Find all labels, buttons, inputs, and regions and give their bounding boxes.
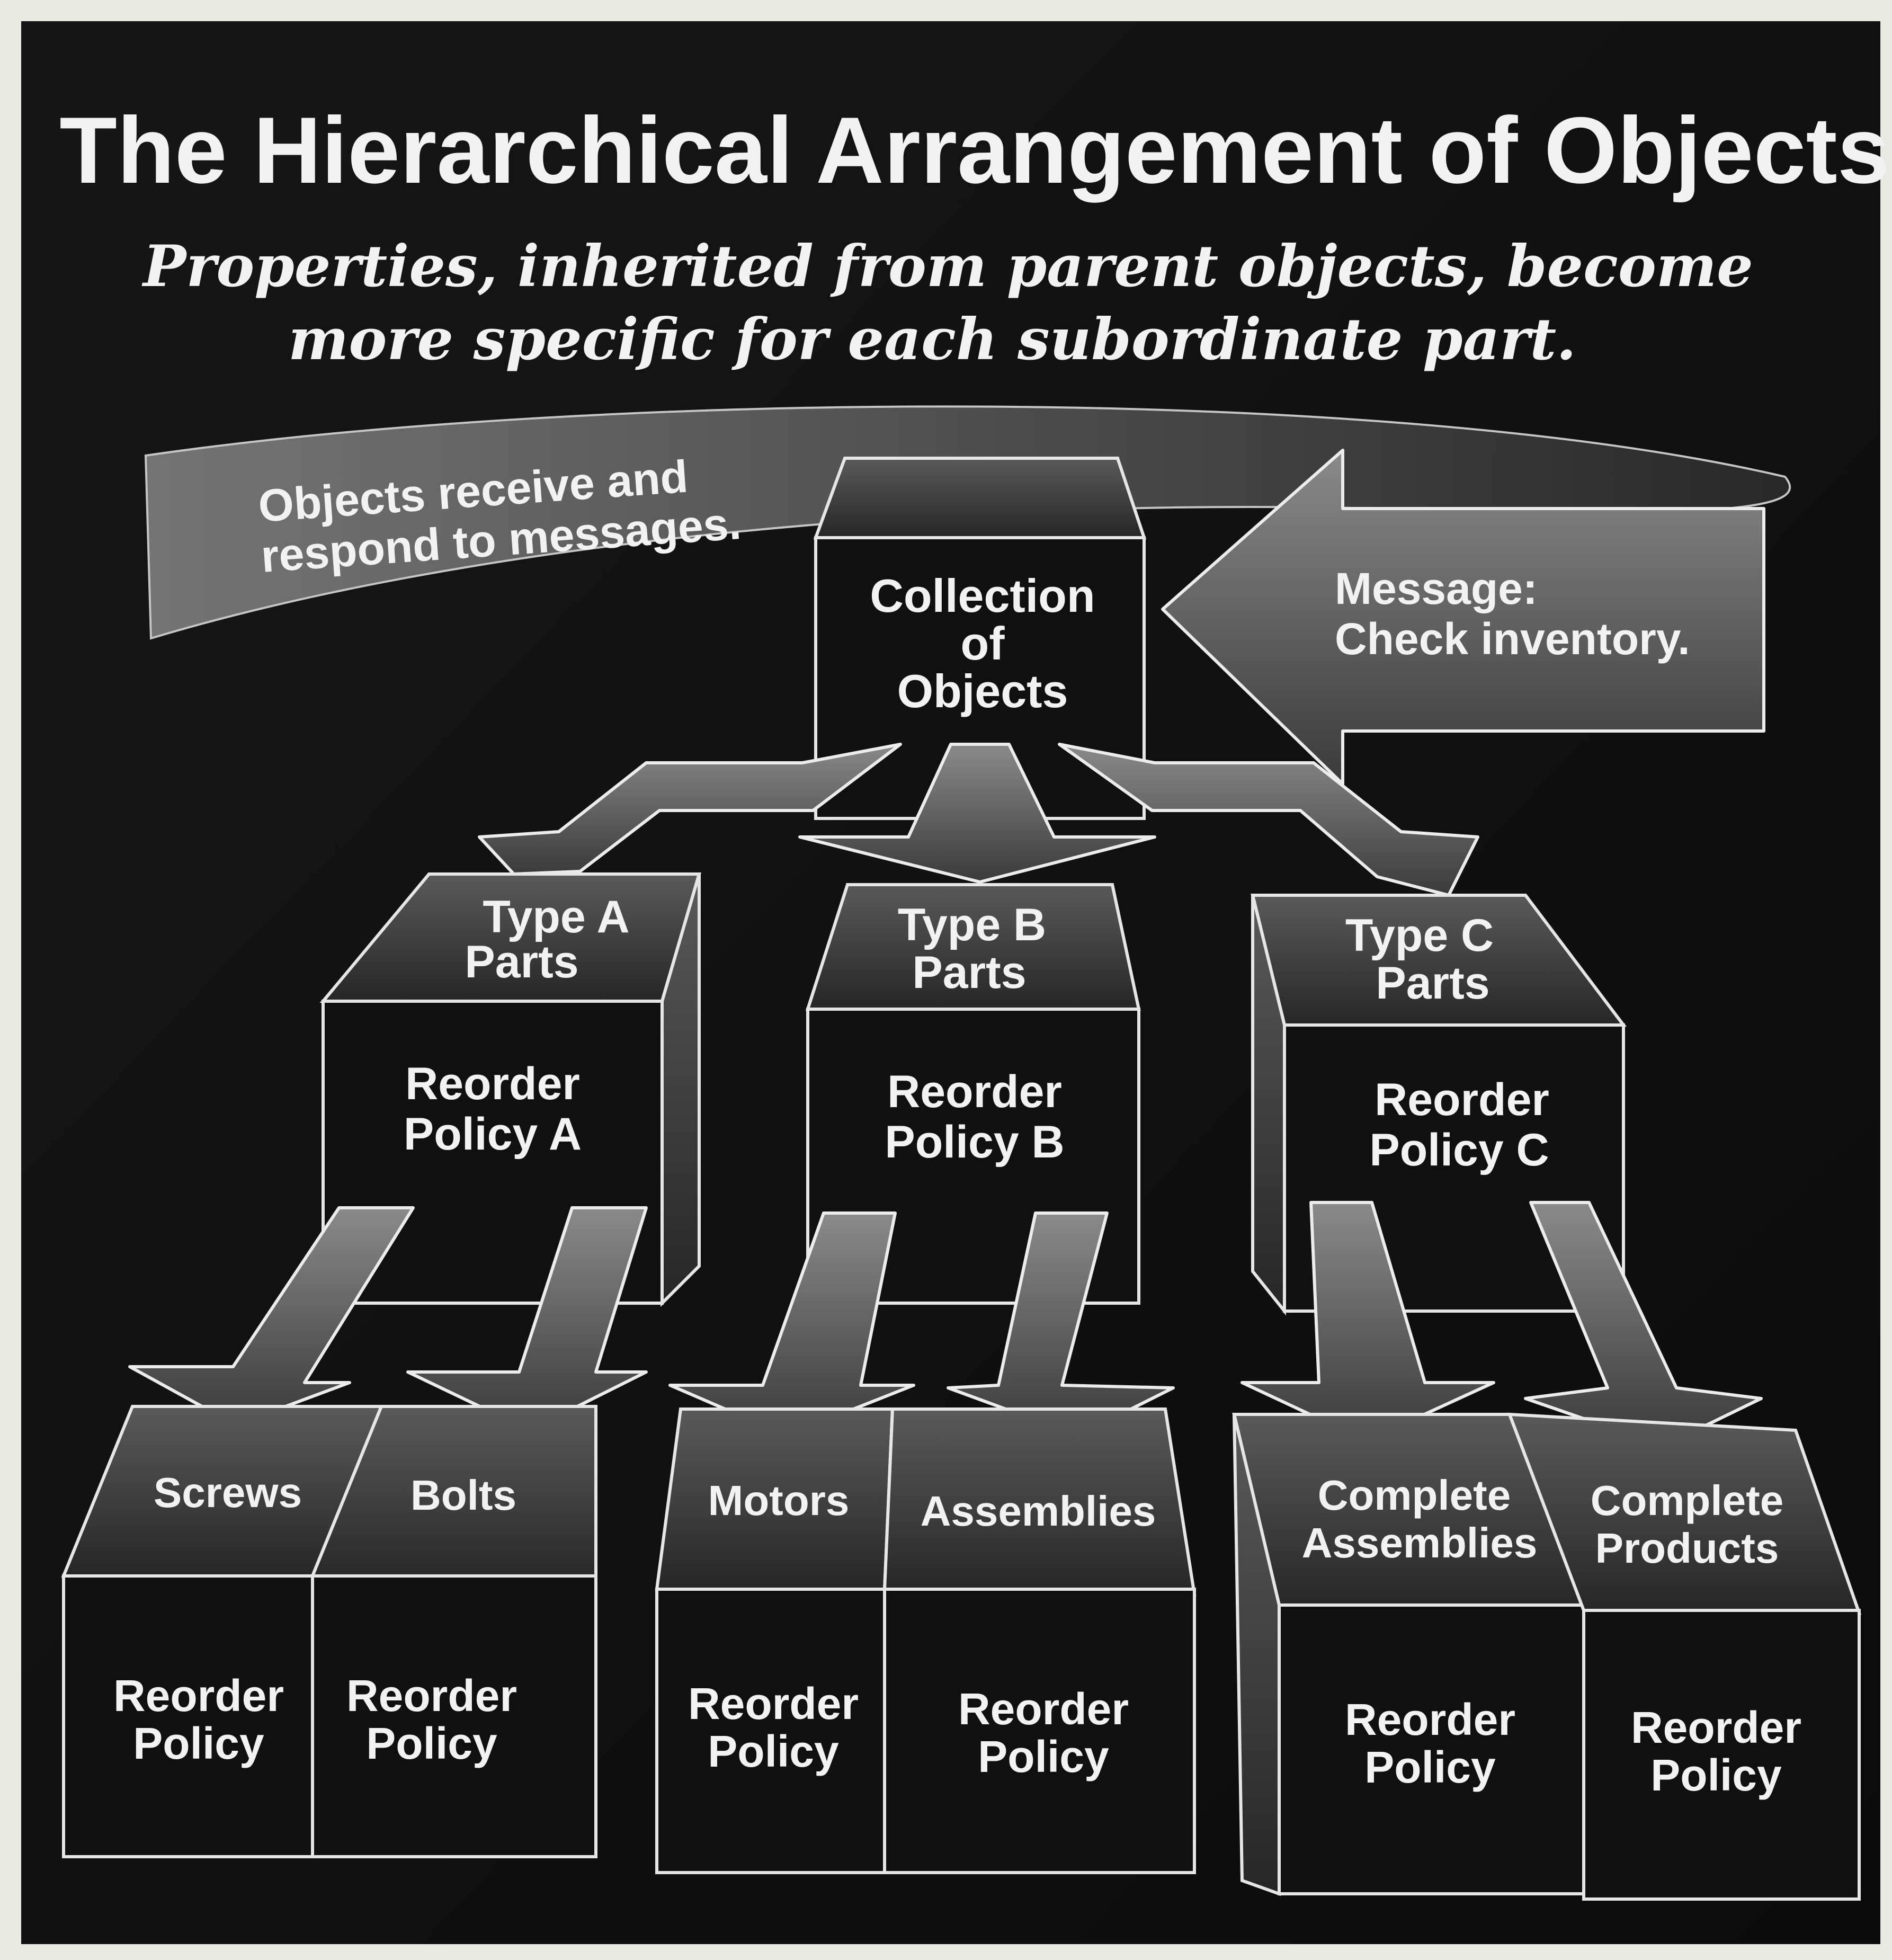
leaf-box-assemblies: Assemblies Reorder Policy bbox=[882, 1407, 1197, 1874]
type-a-name-line1: Type A bbox=[483, 892, 629, 942]
type-c-policy-line1: Reorder bbox=[1375, 1074, 1549, 1125]
root-to-type-c-arrow-icon bbox=[1058, 743, 1479, 897]
type-b-name-line2: Parts bbox=[912, 947, 1026, 998]
type-c-name-line1: Type C bbox=[1345, 910, 1494, 961]
diagram-subtitle-line2: more specific for each subordinate part. bbox=[288, 306, 1576, 373]
leaf-box-complete-assemblies: Complete Assemblies Reorder Policy bbox=[1232, 1413, 1586, 1896]
motors-policy-line1: Reorder bbox=[688, 1679, 859, 1729]
leaf-box-bolts: Bolts Reorder Policy bbox=[310, 1405, 597, 1858]
type-c-to-complete-assemblies-arrow-icon bbox=[1240, 1201, 1495, 1442]
message-label-line1: Message: bbox=[1335, 564, 1538, 613]
root-label-line3: Objects bbox=[897, 665, 1068, 717]
type-a-policy-line2: Policy A bbox=[404, 1109, 582, 1160]
complete-products-name-line1: Complete bbox=[1591, 1477, 1784, 1524]
assemblies-policy-line2: Policy bbox=[978, 1732, 1109, 1781]
complete-assemblies-policy-line2: Policy bbox=[1364, 1742, 1496, 1792]
diagram-title: The Hierarchical Arrangement of Objects bbox=[59, 97, 1890, 203]
bolts-policy-line1: Reorder bbox=[346, 1671, 517, 1721]
screws-policy-line2: Policy bbox=[133, 1718, 264, 1768]
type-a-to-bolts-arrow-icon bbox=[406, 1206, 648, 1432]
type-b-policy-line2: Policy B bbox=[885, 1117, 1064, 1168]
screws-policy-line1: Reorder bbox=[113, 1671, 284, 1721]
type-a-policy-line1: Reorder bbox=[405, 1058, 580, 1109]
complete-products-policy-line2: Policy bbox=[1650, 1750, 1782, 1800]
type-a-to-screws-arrow-icon bbox=[128, 1206, 415, 1427]
leaf-box-screws: Screws Reorder Policy bbox=[61, 1405, 384, 1858]
diagram-subtitle-line1: Properties, inherited from parent object… bbox=[141, 233, 1753, 300]
assemblies-name-line1: Assemblies bbox=[921, 1487, 1156, 1535]
callout-swoosh-icon bbox=[144, 405, 1791, 640]
root-box: Collection of Objects bbox=[813, 457, 1147, 820]
bolts-name-line1: Bolts bbox=[410, 1472, 516, 1519]
complete-products-name-line2: Products bbox=[1595, 1525, 1779, 1572]
screws-name-line1: Screws bbox=[154, 1469, 302, 1516]
bolts-policy-line2: Policy bbox=[366, 1718, 497, 1768]
root-label-line2: of bbox=[960, 617, 1005, 670]
message-label-line2: Check inventory. bbox=[1335, 614, 1690, 664]
complete-assemblies-name-line2: Assemblies bbox=[1302, 1519, 1538, 1566]
message-arrow-icon bbox=[1161, 449, 1765, 786]
root-to-type-b-arrow-icon bbox=[798, 743, 1156, 884]
complete-assemblies-policy-line1: Reorder bbox=[1345, 1695, 1515, 1744]
assemblies-policy-line1: Reorder bbox=[958, 1684, 1129, 1734]
type-c-name-line2: Parts bbox=[1376, 958, 1489, 1009]
complete-assemblies-name-line1: Complete bbox=[1318, 1472, 1511, 1519]
motors-name-line1: Motors bbox=[708, 1477, 850, 1524]
type-a-name-line2: Parts bbox=[465, 937, 578, 987]
motors-policy-line2: Policy bbox=[708, 1726, 839, 1776]
type-b-policy-line1: Reorder bbox=[887, 1066, 1062, 1117]
root-label-line1: Collection bbox=[870, 569, 1095, 622]
complete-products-policy-line1: Reorder bbox=[1631, 1703, 1801, 1752]
leaf-box-motors: Motors Reorder Policy bbox=[655, 1407, 895, 1874]
type-c-policy-line2: Policy C bbox=[1369, 1125, 1549, 1175]
root-to-type-a-arrow-icon bbox=[478, 743, 902, 876]
type-b-name-line1: Type B bbox=[898, 899, 1046, 950]
type-c-to-complete-products-arrow-icon bbox=[1524, 1201, 1763, 1448]
leaf-box-complete-products: Complete Products Reorder Policy bbox=[1507, 1412, 1862, 1901]
